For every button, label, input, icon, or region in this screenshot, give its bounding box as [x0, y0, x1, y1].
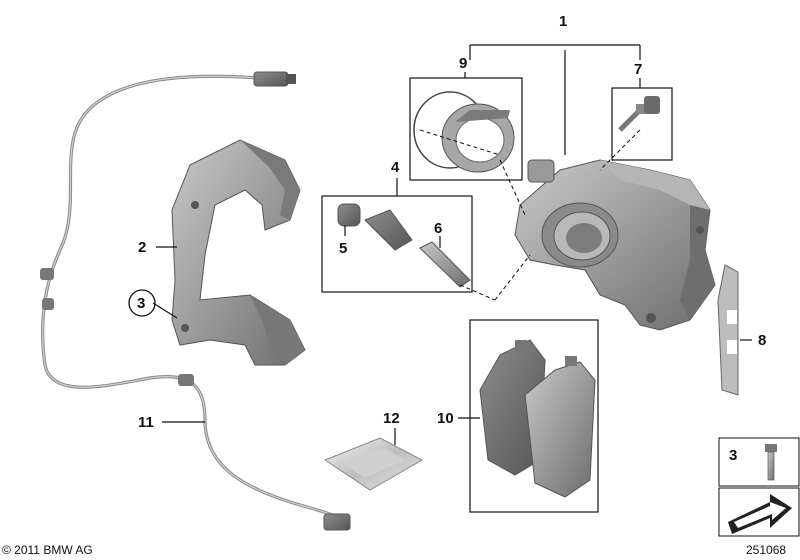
- caliper-carrier: [171, 139, 306, 366]
- piston-seal-kit-box: [409, 77, 523, 181]
- part-number-7: 7: [634, 61, 642, 78]
- dash-9b: [499, 159, 526, 216]
- dash-7: [599, 129, 641, 171]
- grease-packet: [323, 437, 424, 491]
- part-number-10: 10: [437, 410, 454, 427]
- guide-bolt-box: [321, 195, 473, 293]
- dash-4a: [459, 284, 496, 301]
- legend-part-number-3: 3: [729, 447, 737, 464]
- part-number-8: 8: [758, 332, 766, 349]
- bleeder-screw-box: [611, 87, 673, 161]
- part-number-1: 1: [559, 13, 567, 30]
- bolt-icon: [765, 444, 777, 481]
- part-number-3: 3: [137, 295, 145, 312]
- part-number-9: 9: [459, 55, 467, 72]
- part-number-4: 4: [391, 159, 400, 176]
- part-number-6: 6: [434, 220, 442, 237]
- diagram-id: 251068: [746, 543, 786, 557]
- brake-pads-box: [469, 319, 599, 513]
- anti-rattle-spring: [717, 264, 739, 396]
- part-number-5: 5: [339, 240, 347, 257]
- wear-sensor-cable: [40, 71, 351, 531]
- leader-3: [152, 302, 178, 319]
- part-number-11: 11: [138, 414, 154, 431]
- direction-arrow-icon: [728, 494, 792, 534]
- dash-4b: [494, 254, 531, 301]
- part-number-2: 2: [138, 239, 146, 256]
- part-number-12: 12: [383, 410, 400, 427]
- brake-caliper-housing: [514, 159, 716, 331]
- legend-box: 3: [718, 437, 800, 537]
- part-number-3-circle: [128, 289, 156, 317]
- copyright-text: © 2011 BMW AG: [2, 543, 93, 557]
